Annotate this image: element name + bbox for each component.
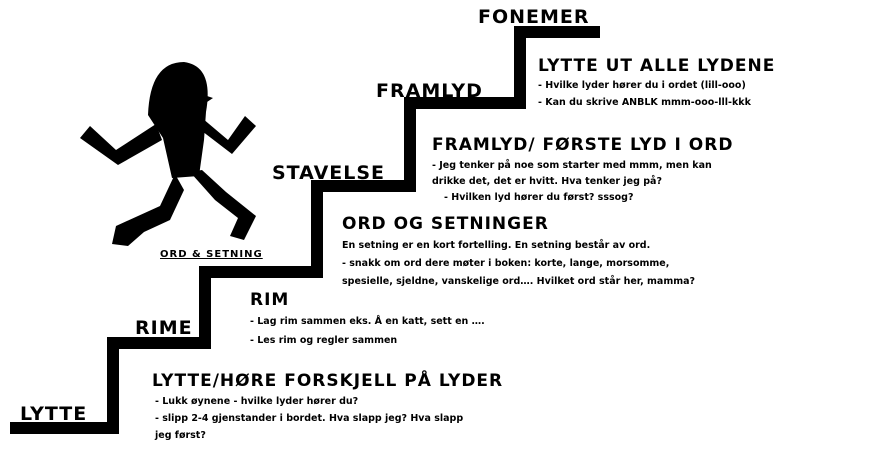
text-line: - Lukk øynene - hvilke lyder hører du? bbox=[155, 396, 358, 407]
step-label-rime: RIME bbox=[135, 317, 193, 339]
text-line: En setning er en kort fortelling. En set… bbox=[342, 240, 650, 251]
heading-framlyd-forste: FRAMLYD/ FØRSTE LYD I ORD bbox=[432, 135, 733, 155]
text-line: jeg først? bbox=[155, 430, 206, 441]
text-line: - Les rim og regler sammen bbox=[250, 335, 397, 346]
step-label-framlyd: FRAMLYD bbox=[376, 80, 483, 102]
text-line: - Jeg tenker på noe som starter med mmm,… bbox=[432, 160, 712, 171]
text-line: - Hvilken lyd hører du først? sssog? bbox=[444, 192, 633, 203]
text-line: spesielle, sjeldne, vanskelige ord…. Hvi… bbox=[342, 276, 695, 287]
step-label-stavelse: STAVELSE bbox=[272, 162, 385, 184]
heading-rim: RIM bbox=[250, 290, 289, 310]
heading-lytte-hore: LYTTE/HØRE FORSKJELL PÅ LYDER bbox=[152, 371, 503, 391]
text-line: - Hvilke lyder hører du i ordet (lill-oo… bbox=[538, 80, 746, 91]
heading-ord-og-setninger: ORD OG SETNINGER bbox=[342, 214, 549, 234]
step-label-fonemer: FONEMER bbox=[478, 6, 590, 28]
step-label-lytte: LYTTE bbox=[20, 403, 87, 425]
step-label-ord-setning: ORD & SETNING bbox=[160, 249, 263, 260]
text-line: - Kan du skrive ANBLK mmm-ooo-lll-kkk bbox=[538, 97, 751, 108]
running-figure-icon bbox=[80, 62, 256, 246]
text-line: - Lag rim sammen eks. Å en katt, sett en… bbox=[250, 316, 485, 327]
text-line: - slipp 2-4 gjenstander i bordet. Hva sl… bbox=[155, 413, 463, 424]
heading-lytte-ut: LYTTE UT ALLE LYDENE bbox=[538, 56, 775, 76]
text-line: drikke det, det er hvitt. Hva tenker jeg… bbox=[432, 176, 662, 187]
text-line: - snakk om ord dere møter i boken: korte… bbox=[342, 258, 669, 269]
